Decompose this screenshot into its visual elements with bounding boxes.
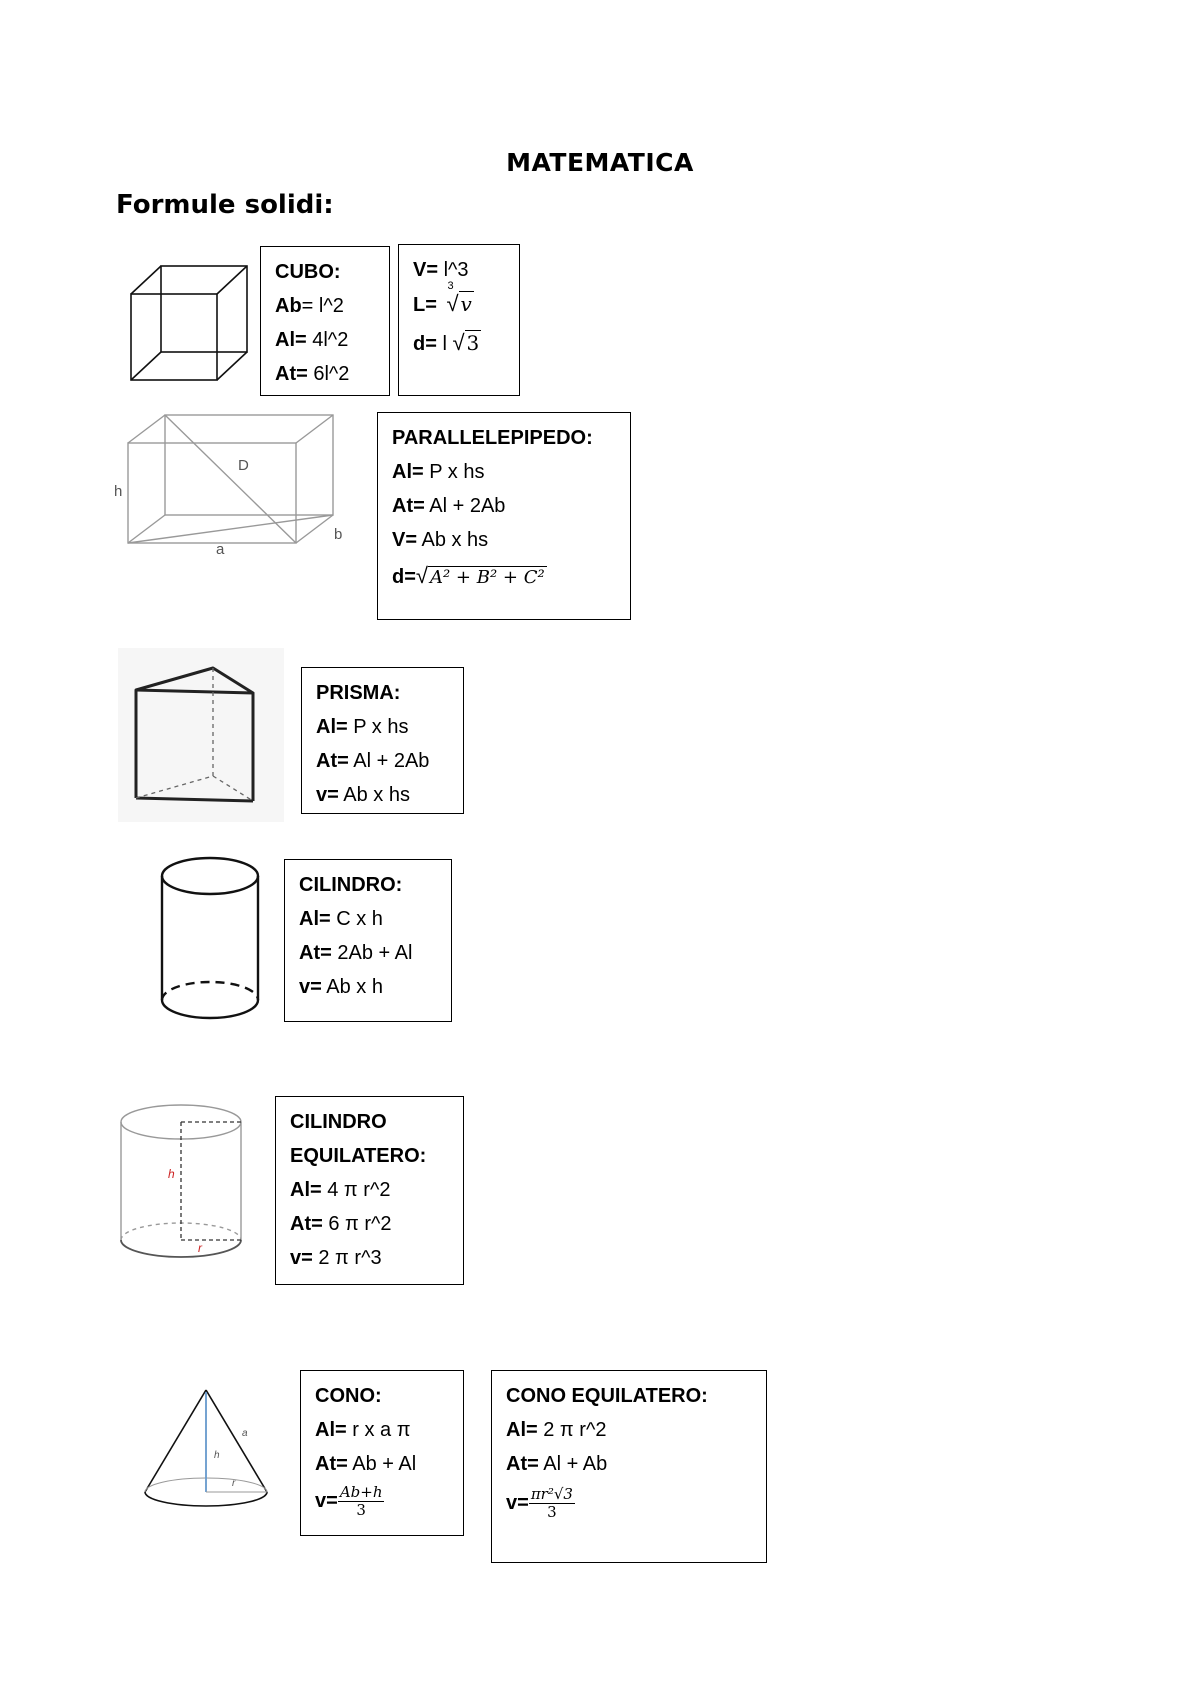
cube-figure [130,265,248,381]
cono-at-formula: At= Ab + Al [315,1453,417,1475]
prism-figure [118,648,284,822]
cilindro-formula-box: CILINDRO: Al= C x h At= 2Ab + Al v= Ab x… [284,859,452,1022]
parallelepipedo-at-formula: At= Al + 2Ab [392,495,506,517]
cylinder-figure [160,856,260,1020]
cilindro-equilatero-heading-1: CILINDRO [290,1111,387,1133]
cone-label-h: h [214,1450,220,1461]
parallelepiped-label-a: a [216,541,225,558]
prisma-heading: PRISMA: [316,682,401,704]
parallelepiped-figure: h D a b [114,414,342,558]
cono-equilatero-al-formula: Al= 2 π r^2 [506,1419,607,1441]
cilindro-equilatero-al-formula: Al= 4 π r^2 [290,1179,391,1201]
parallelepipedo-d-formula: d=√A² + B² + C² [392,563,547,588]
cono-heading: CONO: [315,1385,382,1407]
prisma-al-formula: Al= P x hs [316,716,409,738]
parallelepiped-label-b: b [334,526,342,543]
cono-equilatero-heading: CONO EQUILATERO: [506,1385,708,1407]
cone-label-a: a [242,1428,248,1439]
prisma-at-formula: At= Al + 2Ab [316,750,430,772]
cilindro-equilatero-v-formula: v= 2 π r^3 [290,1247,382,1269]
page-title: MATEMATICA [506,148,694,177]
prisma-formula-box: PRISMA: Al= P x hs At= Al + 2Ab v= Ab x … [301,667,464,814]
cilindro-v-formula: v= Ab x h [299,976,383,998]
cilindro-equilatero-heading-2: EQUILATERO: [290,1145,427,1167]
cubo-heading: CUBO: [275,261,341,283]
cilindro-equilatero-at-formula: At= 6 π r^2 [290,1213,392,1235]
parallelepipedo-heading: PARALLELEPIPEDO: [392,427,593,449]
cubo-diagonal-formula: d= l √3 [413,330,482,355]
parallelepipedo-formula-box: PARALLELEPIPEDO: Al= P x hs At= Al + 2Ab… [377,412,631,620]
cubo-formula-box: CUBO: Ab= l^2 Al= 4l^2 At= 6l^2 [260,246,390,396]
section-subtitle: Formule solidi: [116,190,334,220]
cone-figure: a h r [144,1389,268,1507]
cilindro-at-formula: At= 2Ab + Al [299,942,413,964]
cone-label-r: r [232,1478,236,1489]
cono-equilatero-at-formula: At= Al + Ab [506,1453,608,1475]
equilateral-cylinder-label-h: h [168,1167,175,1181]
cono-al-formula: Al= r x a π [315,1419,411,1441]
cilindro-equilatero-formula-box: CILINDRO EQUILATERO: Al= 4 π r^2 At= 6 π… [275,1096,464,1285]
parallelepiped-label-d: D [238,457,249,474]
cubo-volume-formula: V= l^3 [413,259,469,281]
parallelepiped-label-h: h [114,483,122,500]
cilindro-al-formula: Al= C x h [299,908,383,930]
cubo-at-formula: At= 6l^2 [275,363,350,385]
cono-equilatero-formula-box: CONO EQUILATERO: Al= 2 π r^2 At= Al + Ab… [491,1370,767,1563]
parallelepipedo-al-formula: Al= P x hs [392,461,485,483]
equilateral-cylinder-label-r: r [198,1241,203,1255]
equilateral-cylinder-figure: h r [120,1104,242,1258]
cilindro-heading: CILINDRO: [299,874,403,896]
parallelepipedo-v-formula: V= Ab x hs [392,529,489,551]
prisma-v-formula: v= Ab x hs [316,784,410,806]
cubo-ab-formula: Ab= l^2 [275,295,344,317]
cubo-side-formula: L= 3 √v [413,280,474,316]
cubo-al-formula: Al= 4l^2 [275,329,349,351]
cubo-extra-formula-box: V= l^3 L= 3 √v d= l √3 [398,244,520,396]
